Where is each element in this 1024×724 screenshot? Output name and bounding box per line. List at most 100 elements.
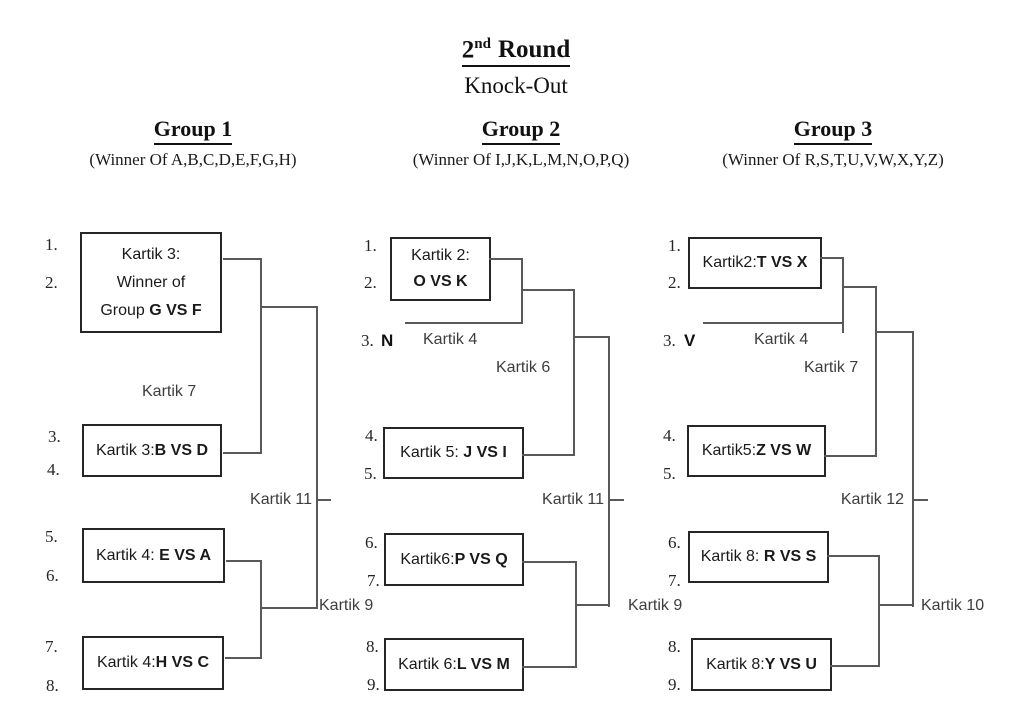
match-box: Kartik 4: E VS A [82, 528, 225, 583]
bracket-line [522, 666, 577, 668]
bracket-line [226, 560, 262, 562]
match-label: Kartik 12 [840, 491, 904, 508]
slot-number: 9. [367, 675, 380, 694]
match-label: Kartik 11 [542, 491, 604, 508]
bracket-line [521, 258, 523, 324]
bracket-line [575, 561, 577, 668]
group2-header: Group 2 (Winner Of I,J,K,L,M,N,O,P,Q) [361, 116, 681, 170]
slot-number: 4. [663, 426, 676, 445]
bracket-line [608, 336, 610, 607]
group1-winners-note: (Winner Of A,B,C,D,E,F,G,H) [89, 150, 297, 169]
match-box: Kartik6:P VS Q [384, 533, 524, 586]
match-label: Kartik 6 [496, 359, 551, 376]
slot-number: 2. [668, 273, 681, 292]
bracket-line [878, 555, 880, 667]
bye-match-label: Kartik 4 [754, 331, 809, 348]
bye-player-letter: N [381, 331, 394, 350]
bracket-line [260, 560, 262, 659]
match-box: Kartik2:T VS X [688, 237, 822, 289]
match-label: Kartik 11 [250, 491, 312, 508]
bracket-line [489, 258, 523, 260]
slot-number: 1. [668, 236, 681, 255]
winner-tick [318, 499, 331, 501]
bracket-line [912, 331, 914, 607]
slot-number: 8. [46, 676, 59, 695]
bracket-line [827, 555, 880, 557]
bracket-line [575, 604, 610, 606]
match-box: Kartik5:Z VS W [687, 425, 826, 477]
match-box: Kartik 8: R VS S [688, 531, 829, 583]
bracket-line [842, 286, 877, 288]
bracket-line [522, 561, 577, 563]
bye-match-label: Kartik 4 [423, 331, 478, 348]
match-box: Kartik 3:B VS D [82, 424, 222, 477]
slot-number: 6. [46, 566, 59, 585]
match-label: Kartik 10 [921, 597, 985, 614]
group1-title: Group 1 [153, 116, 233, 145]
group3-header: Group 3 (Winner Of R,S,T,U,V,W,X,Y,Z) [673, 116, 993, 170]
slot-number: 7. [45, 637, 58, 656]
group3-title: Group 3 [793, 116, 873, 145]
bye-player-letter: V [684, 331, 696, 350]
slot-number: 3. [663, 331, 676, 350]
match-box: Kartik 4:H VS C [82, 636, 224, 690]
slot-number: 3. [48, 427, 61, 446]
slot-number: 4. [47, 460, 60, 479]
winner-tick [914, 499, 928, 501]
group2-winners-note: (Winner Of I,J,K,L,M,N,O,P,Q) [412, 150, 630, 169]
slot-number: 4. [365, 426, 378, 445]
knockout-subtitle: Knock-Out [464, 73, 568, 99]
bracket-line [225, 657, 262, 659]
match-box: Kartik 5: J VS I [383, 427, 524, 479]
bracket-line [824, 455, 877, 457]
slot-number: 6. [668, 533, 681, 552]
bracket-line [830, 665, 880, 667]
slot-number: 7. [668, 571, 681, 590]
bracket-line [573, 336, 610, 338]
slot-number: 1. [45, 235, 58, 254]
winner-tick [610, 499, 624, 501]
slot-number: 9. [668, 675, 681, 694]
group3-winners-note: (Winner Of R,S,T,U,V,W,X,Y,Z) [722, 150, 944, 169]
slot-number: 3. [361, 331, 374, 350]
group1-header: Group 1 (Winner Of A,B,C,D,E,F,G,H) [33, 116, 353, 170]
bracket-line [223, 452, 262, 454]
bracket-line [875, 286, 877, 457]
slot-number: 8. [366, 637, 379, 656]
slot-number: 2. [364, 273, 377, 292]
slot-number: 6. [365, 533, 378, 552]
slot-number: 8. [668, 637, 681, 656]
slot-number: 1. [364, 236, 377, 255]
bracket-line [522, 454, 575, 456]
match-box: Kartik 3: Winner of Group G VS F [80, 232, 222, 333]
group2-title: Group 2 [481, 116, 561, 145]
bracket-line [573, 289, 575, 456]
match-box: Kartik 6:L VS M [384, 638, 524, 691]
bracket-line [260, 607, 318, 609]
match-label: Kartik 7 [804, 359, 859, 376]
match-box: Kartik 2: O VS K [390, 237, 491, 301]
match-label: Kartik 7 [142, 383, 197, 400]
slot-number: 5. [663, 464, 676, 483]
bye-line [703, 322, 842, 324]
bye-line [405, 322, 523, 324]
bracket-line [521, 289, 575, 291]
bracket-line [260, 306, 318, 308]
slot-number: 2. [45, 273, 58, 292]
bracket-line [223, 258, 262, 260]
match-label: Kartik 9 [319, 597, 374, 614]
ordinal-suffix: nd [474, 36, 491, 52]
bracket-line [842, 257, 844, 333]
bracket-line [260, 258, 262, 454]
slot-number: 7. [367, 571, 380, 590]
bracket-line [878, 604, 914, 606]
bracket-line [875, 331, 914, 333]
slot-number: 5. [364, 464, 377, 483]
bracket-line [820, 257, 844, 259]
match-box: Kartik 8:Y VS U [691, 638, 832, 691]
match-label: Kartik 9 [628, 597, 683, 614]
slot-number: 5. [45, 527, 58, 546]
